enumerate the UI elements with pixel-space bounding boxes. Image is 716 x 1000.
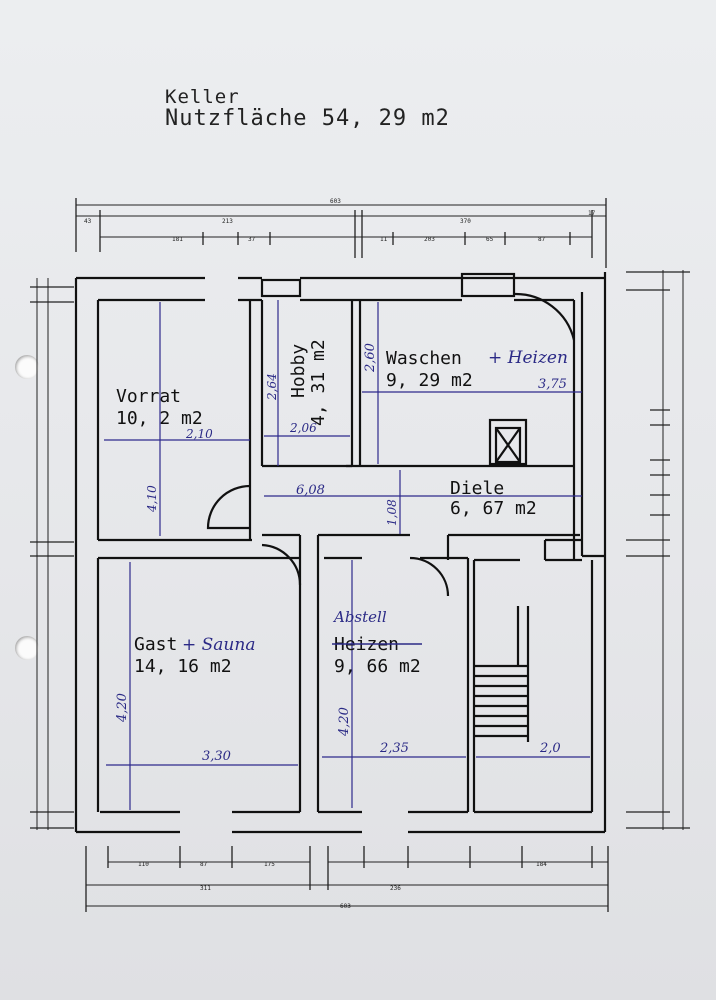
svg-text:65: 65 [486, 236, 494, 243]
waschen-name: Waschen [386, 348, 462, 369]
svg-text:17: 17 [588, 210, 596, 217]
left-dimension-lines [30, 278, 74, 830]
waschen-width: 3,75 [538, 377, 567, 392]
gast-area: 14, 16 m2 [134, 656, 232, 677]
svg-text:175: 175 [264, 861, 275, 868]
waschen-area: 9, 29 m2 [386, 370, 473, 391]
heizen-note: Abstell [332, 608, 387, 626]
usable-area-title: Nutzfläche 54, 29 m2 [165, 106, 450, 131]
heizen-width: 2,35 [379, 741, 409, 756]
svg-text:87: 87 [200, 861, 208, 868]
top-dimension-lines [75, 198, 607, 268]
svg-text:184: 184 [536, 861, 547, 868]
svg-text:203: 203 [424, 236, 435, 243]
vorrat-area: 10, 2 m2 [116, 408, 203, 429]
hobby-area: 4, 31 m2 [308, 339, 329, 426]
svg-text:87: 87 [538, 236, 546, 243]
vorrat-width: 2,10 [185, 427, 213, 441]
gast-note: + Sauna [182, 635, 255, 655]
punch-hole-bottom [15, 636, 39, 660]
svg-text:11: 11 [380, 236, 388, 243]
stair-width: 2,0 [539, 741, 561, 756]
gast-height: 4,20 [115, 693, 130, 723]
hobby-name: Hobby [288, 344, 309, 398]
svg-text:236: 236 [390, 885, 401, 892]
svg-text:603: 603 [330, 198, 341, 205]
bottom-dimension-lines [85, 846, 609, 912]
plan-title: Keller [165, 86, 240, 108]
svg-text:370: 370 [460, 218, 471, 225]
diele-area: 6, 67 m2 [450, 498, 537, 519]
svg-text:43: 43 [84, 218, 92, 225]
hand-dimensions [104, 300, 590, 810]
punch-hole-top [15, 355, 39, 379]
svg-text:213: 213 [222, 218, 233, 225]
vorrat-height: 4,10 [145, 485, 159, 513]
vorrat-name: Vorrat [116, 386, 181, 407]
svg-text:181: 181 [172, 236, 183, 243]
svg-text:37: 37 [248, 236, 256, 243]
svg-text:603: 603 [340, 903, 351, 910]
gast-name: Gast [134, 634, 177, 655]
hobby-width: 2,06 [289, 421, 317, 435]
waschen-note: + Heizen [488, 348, 568, 368]
svg-text:311: 311 [200, 885, 211, 892]
diele-name: Diele [450, 478, 504, 499]
waschen-height: 2,60 [363, 343, 378, 373]
heizen-height: 4,20 [337, 707, 352, 737]
diele-width: 6,08 [296, 483, 325, 498]
svg-text:110: 110 [138, 861, 149, 868]
diele-height: 1,08 [385, 499, 399, 526]
walls [74, 272, 607, 834]
heizen-area: 9, 66 m2 [334, 656, 421, 677]
right-dimension-lines [626, 270, 690, 830]
gast-width: 3,30 [202, 749, 231, 764]
hobby-height: 2,64 [265, 373, 279, 401]
printed-dimension-numbers: 603 43 213 370 17 181 37 11 203 65 87 60… [84, 198, 596, 910]
